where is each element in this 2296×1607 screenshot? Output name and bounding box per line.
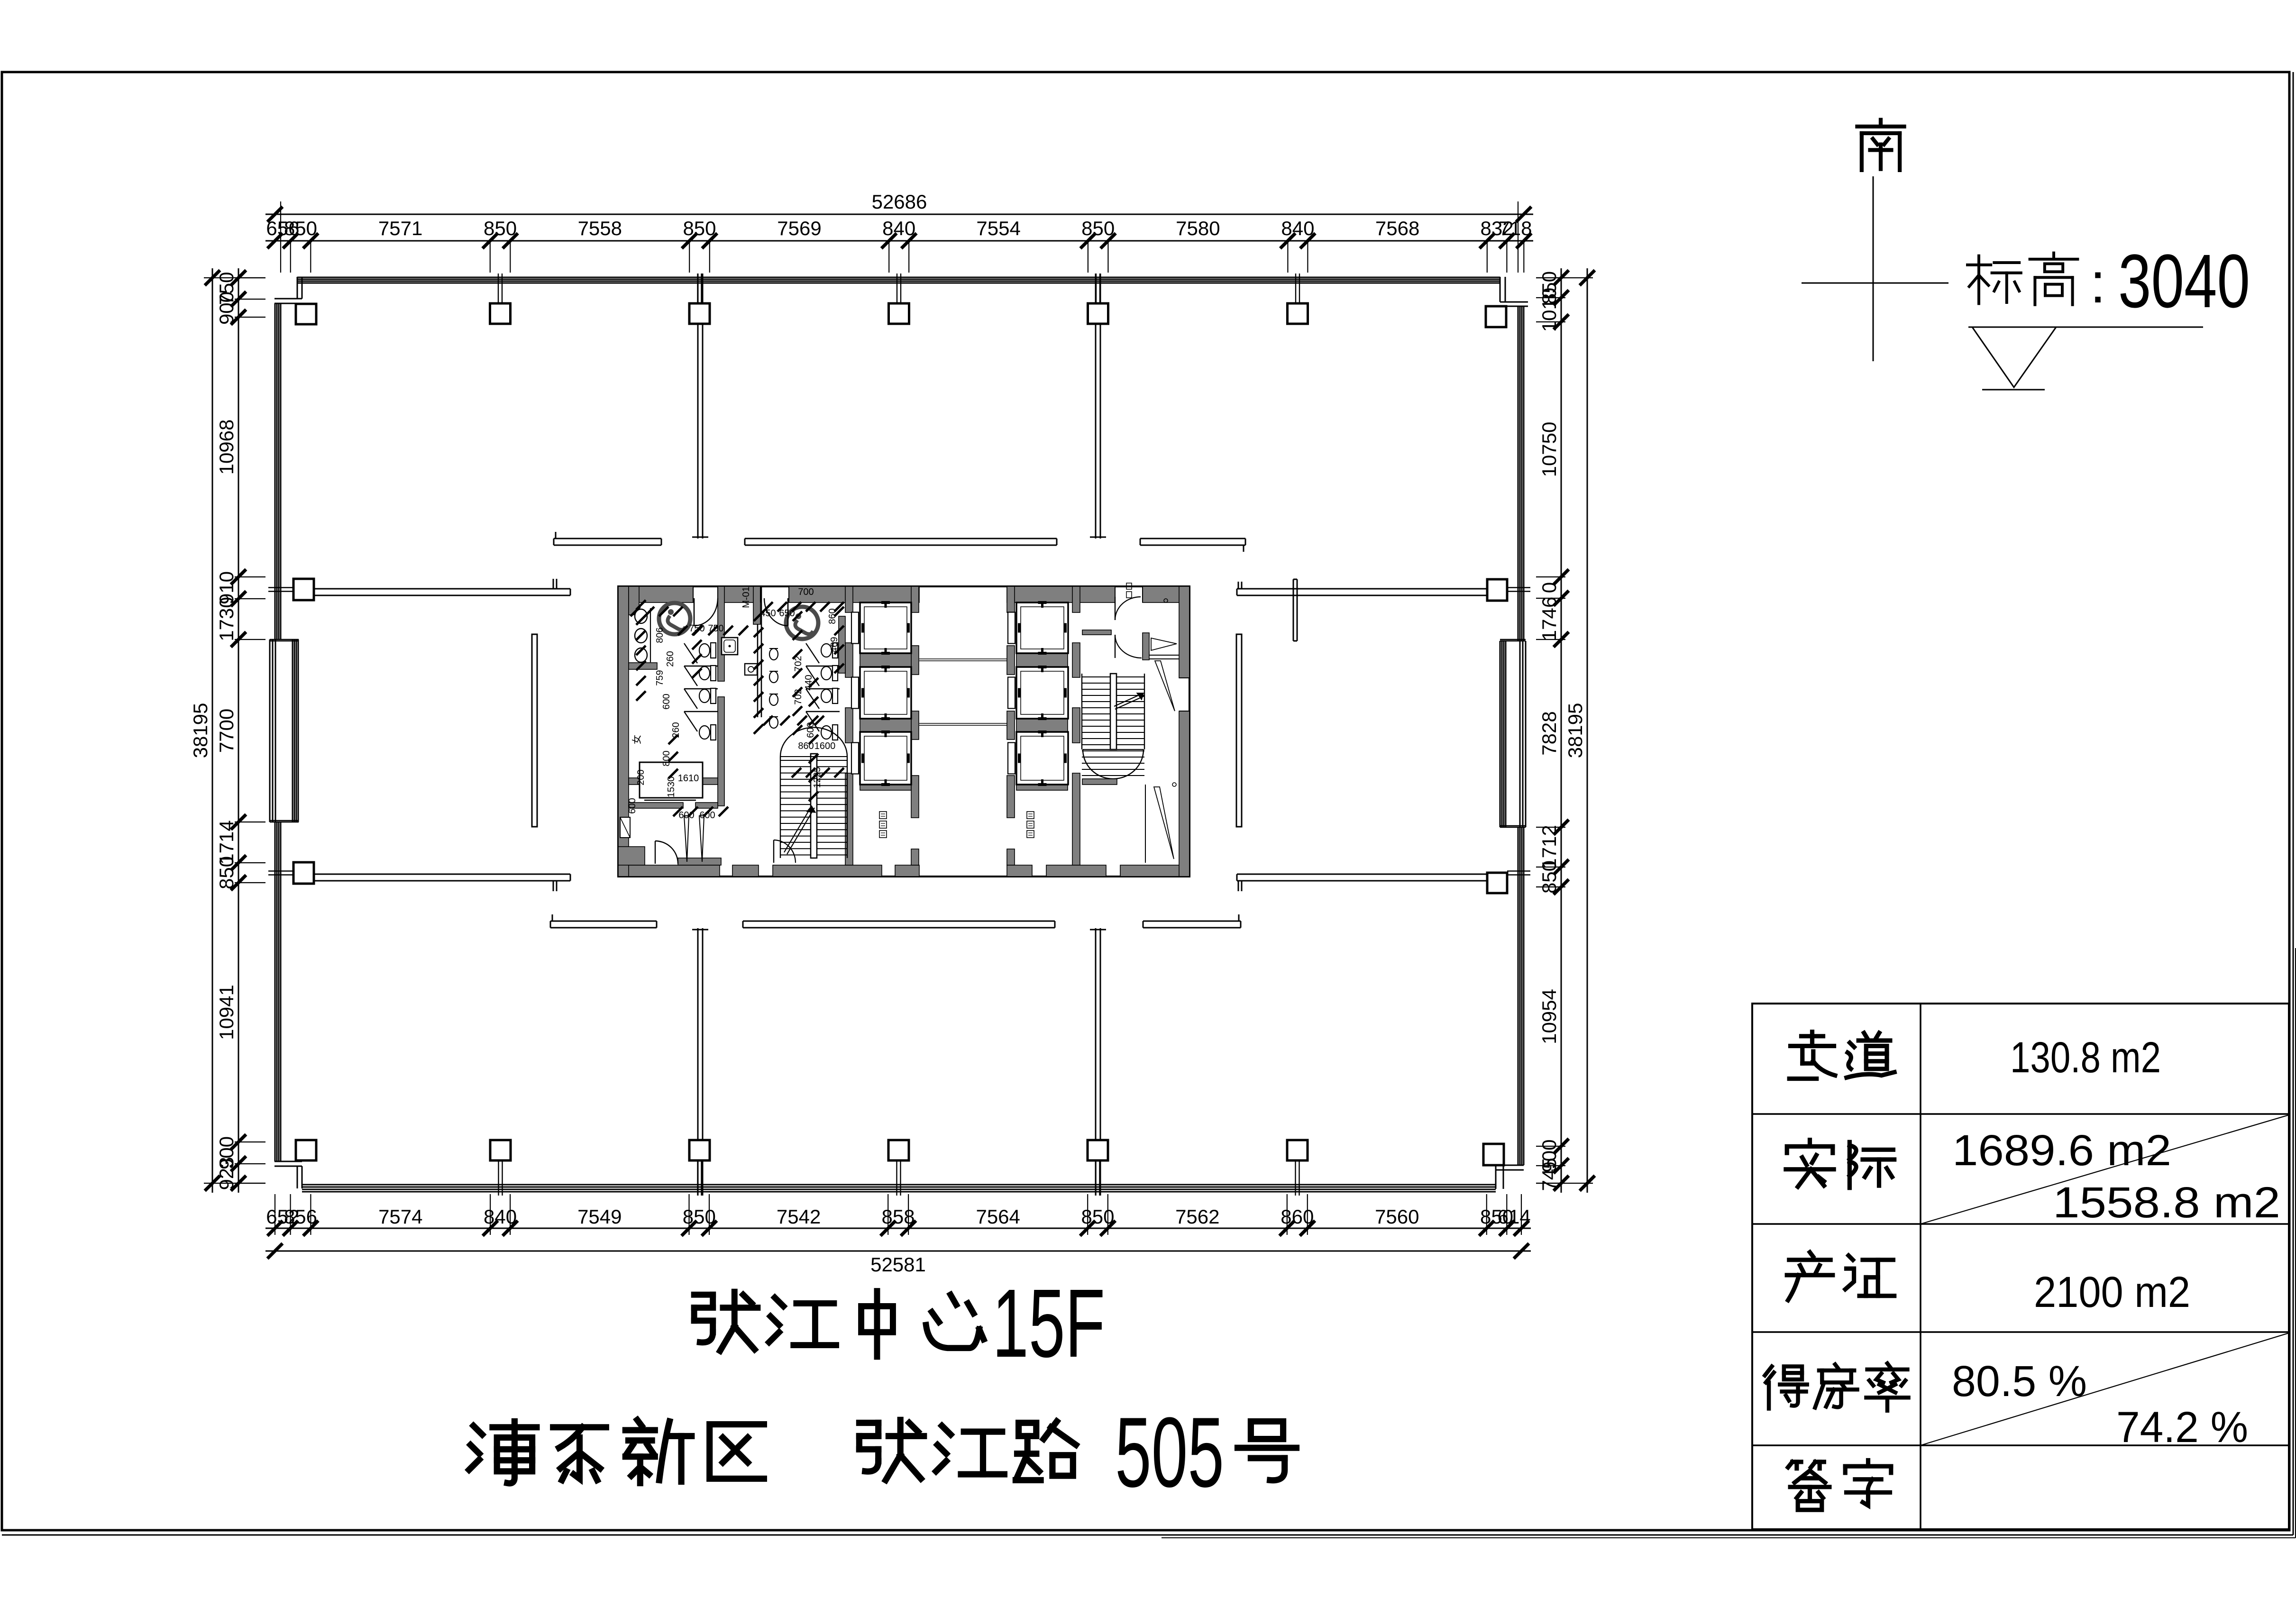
svg-text:7580: 7580	[1176, 217, 1220, 239]
svg-text:850: 850	[1538, 271, 1560, 304]
svg-text:女: 女	[631, 735, 642, 744]
svg-text:10941: 10941	[215, 985, 238, 1040]
svg-text:650: 650	[779, 608, 795, 619]
svg-text:10750: 10750	[1538, 422, 1560, 477]
svg-text:7700: 7700	[215, 709, 238, 753]
svg-text:7568: 7568	[1375, 217, 1419, 239]
svg-text:7549: 7549	[577, 1205, 622, 1228]
svg-text:52581: 52581	[870, 1253, 926, 1276]
svg-text:900: 900	[215, 292, 238, 325]
svg-text::: :	[2090, 251, 2105, 315]
svg-text:7569: 7569	[777, 217, 821, 239]
svg-text:850: 850	[1538, 860, 1560, 894]
svg-text:850: 850	[215, 856, 238, 889]
svg-text:80.5 %: 80.5 %	[1952, 1357, 2087, 1406]
svg-text:7574: 7574	[378, 1205, 422, 1228]
svg-text:850: 850	[683, 1205, 716, 1228]
svg-text:1010: 1010	[1538, 288, 1560, 332]
svg-text:260: 260	[665, 651, 676, 667]
svg-text:800: 800	[661, 750, 672, 766]
svg-text:1714: 1714	[215, 820, 238, 864]
svg-text:1558.8 m2: 1558.8 m2	[2053, 1178, 2280, 1227]
svg-text:900: 900	[215, 1136, 238, 1169]
svg-text:1530: 1530	[666, 776, 677, 798]
svg-text:1225: 1225	[812, 767, 823, 788]
svg-text:130.8 m2: 130.8 m2	[2010, 1033, 2161, 1082]
svg-text:7828: 7828	[1538, 711, 1560, 755]
svg-text:759: 759	[655, 670, 665, 685]
svg-text:600: 600	[699, 810, 715, 821]
svg-text:38195: 38195	[189, 703, 211, 758]
svg-text:3040: 3040	[2118, 238, 2250, 323]
svg-text:840: 840	[484, 1205, 517, 1228]
svg-text:860: 860	[1281, 1205, 1314, 1228]
svg-text:7554: 7554	[976, 217, 1020, 239]
svg-text:600: 600	[805, 722, 816, 738]
svg-text:850: 850	[284, 217, 317, 239]
svg-text:7564: 7564	[976, 1205, 1020, 1228]
svg-text:505: 505	[1115, 1397, 1224, 1508]
svg-text:750: 750	[689, 623, 704, 634]
svg-text:7571: 7571	[378, 217, 422, 239]
svg-text:7558: 7558	[578, 217, 622, 239]
svg-text:858: 858	[882, 1205, 915, 1228]
svg-text:840: 840	[1281, 217, 1314, 239]
svg-text:850: 850	[683, 217, 716, 239]
svg-text:7542: 7542	[777, 1205, 821, 1228]
svg-text:74.2 %: 74.2 %	[2116, 1403, 2248, 1452]
svg-text:600: 600	[627, 798, 638, 813]
svg-text:700: 700	[798, 587, 814, 597]
svg-text:260: 260	[671, 722, 681, 738]
svg-text:718: 718	[1499, 217, 1532, 239]
svg-text:600: 600	[661, 694, 672, 709]
svg-text:850: 850	[1480, 1205, 1513, 1228]
svg-text:52686: 52686	[872, 191, 927, 213]
svg-text:2100 m2: 2100 m2	[2034, 1268, 2190, 1316]
svg-text:200: 200	[636, 769, 646, 785]
svg-text:856: 856	[284, 1205, 317, 1228]
svg-text:745: 745	[1538, 1158, 1560, 1191]
svg-text:900: 900	[1538, 1139, 1560, 1172]
svg-text:832: 832	[1481, 217, 1514, 239]
svg-text:1689.6 m2: 1689.6 m2	[1952, 1126, 2171, 1175]
svg-text:806: 806	[655, 627, 665, 643]
svg-text:1712: 1712	[1538, 825, 1560, 869]
svg-text:1746: 1746	[1538, 597, 1560, 641]
svg-text:850: 850	[484, 217, 517, 239]
svg-text:7560: 7560	[1375, 1205, 1419, 1228]
svg-text:1600: 1600	[814, 741, 836, 751]
svg-text:450: 450	[760, 608, 776, 619]
svg-text:600: 600	[678, 810, 694, 821]
svg-text:7562: 7562	[1175, 1205, 1219, 1228]
svg-text:10968: 10968	[215, 420, 238, 475]
svg-text:38195: 38195	[1564, 703, 1586, 758]
svg-text:10954: 10954	[1538, 989, 1560, 1044]
svg-text:656: 656	[266, 217, 299, 239]
svg-text:702: 702	[793, 656, 804, 671]
svg-text:923: 923	[215, 1157, 238, 1190]
svg-text:840: 840	[882, 217, 915, 239]
svg-text:1610: 1610	[678, 773, 699, 784]
svg-text:1730: 1730	[215, 597, 238, 641]
svg-text:750: 750	[708, 623, 723, 634]
svg-text:0: 0	[1538, 582, 1560, 593]
svg-text:652: 652	[266, 1205, 299, 1228]
svg-text:469: 469	[829, 637, 840, 652]
svg-text:M-01: M-01	[741, 586, 751, 608]
svg-text:440: 440	[804, 675, 814, 690]
svg-text:860: 860	[798, 741, 814, 751]
svg-text:850: 850	[1081, 217, 1115, 239]
svg-text:702: 702	[793, 689, 804, 704]
svg-text:614: 614	[1498, 1205, 1531, 1228]
svg-text:910: 910	[215, 571, 238, 604]
svg-text:15F: 15F	[992, 1269, 1105, 1378]
svg-text:850: 850	[1081, 1205, 1114, 1228]
svg-text:860: 860	[827, 608, 838, 624]
